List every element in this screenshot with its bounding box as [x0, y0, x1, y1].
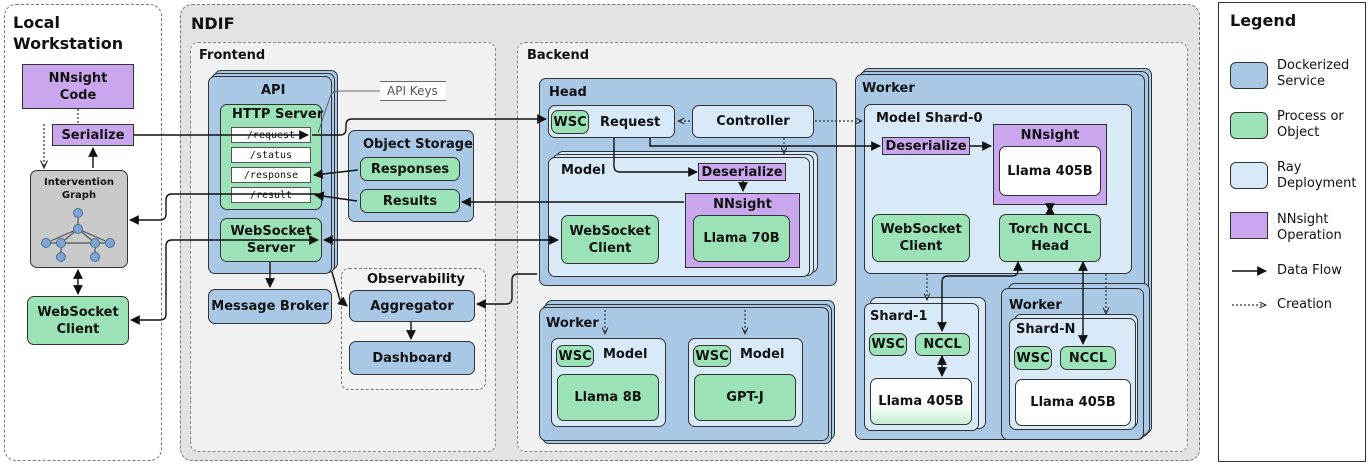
head-title: Head: [549, 85, 587, 100]
legend-title: Legend: [1230, 11, 1297, 30]
shardn-wsc: WSC: [1014, 346, 1052, 370]
backend-title: Backend: [527, 48, 590, 63]
api-title: API: [261, 83, 286, 98]
responses-box: Responses: [360, 157, 460, 181]
observability-title: Observability: [367, 272, 465, 287]
gptj-box: GPT-J: [694, 374, 796, 421]
legend-swatch-ray: [1230, 162, 1268, 189]
ndif-title: NDIF: [191, 14, 235, 33]
legend-swatch-dockerized: [1230, 62, 1268, 89]
head-deserialize: Deserialize: [698, 163, 786, 181]
intervention-graph-label-1: Intervention: [44, 177, 114, 188]
nnsight-code-box: NNsight Code: [22, 64, 134, 109]
local-workstation-title: Local Workstation: [13, 13, 124, 53]
shard1-title: Shard-1: [870, 309, 928, 324]
legend-creation-label: Creation: [1277, 297, 1333, 312]
shard0-deserialize: Deserialize: [882, 137, 970, 155]
dashboard-box: Dashboard: [349, 341, 475, 375]
model-b-wsc: WSC: [693, 345, 731, 367]
head-websocket-client: WebSocket Client: [561, 215, 659, 264]
head-wsc: WSC: [551, 110, 589, 134]
model-a-wsc: WSC: [556, 345, 594, 367]
llama70b-box: Llama 70B: [693, 215, 790, 262]
shard1-nccl: NCCL: [915, 333, 970, 356]
legend-swatch-process: [1230, 112, 1268, 139]
request-label: Request: [600, 115, 661, 130]
shard1-llama405b: Llama 405B: [870, 378, 972, 425]
api-keys-tag: [380, 81, 446, 101]
serialize-box: Serialize: [52, 124, 134, 146]
shard1-wsc: WSC: [869, 333, 907, 356]
llama8b-box: Llama 8B: [557, 374, 659, 421]
head-model-title: Model: [561, 163, 606, 178]
shard0-llama405b: Llama 405B: [999, 146, 1101, 196]
shardn-title: Shard-N: [1016, 322, 1076, 337]
aggregator-box: Aggregator: [349, 290, 475, 322]
http-server-title: HTTP Server: [232, 107, 324, 122]
local-websocket-client: WebSocket Client: [27, 296, 129, 345]
model-a-title: Model: [603, 347, 648, 362]
shard0-websocket-client: WebSocket Client: [872, 214, 970, 262]
legend-data-flow-label: Data Flow: [1277, 263, 1342, 278]
api-keys-label: API Keys: [387, 84, 438, 98]
endpoint-response[interactable]: /response: [231, 167, 311, 183]
endpoint-status[interactable]: /status: [231, 147, 311, 163]
object-storage-title: Object Storage: [363, 137, 473, 152]
intervention-graph-label-2: Graph: [61, 190, 97, 201]
frontend-title: Frontend: [199, 48, 266, 63]
controller-box: Controller: [692, 105, 814, 138]
legend-swatch-nnsight: [1230, 212, 1268, 239]
torch-nccl-head: Torch NCCL Head: [999, 214, 1101, 262]
model-b-title: Model: [740, 347, 785, 362]
endpoint-result[interactable]: /result: [231, 187, 311, 203]
intervention-graph-box: Intervention Graph: [30, 170, 128, 268]
shardn-nccl: NCCL: [1060, 346, 1116, 370]
worker-big-title: Worker: [862, 81, 915, 96]
shard0-title: Model Shard-0: [876, 111, 983, 126]
graph-icon: [41, 208, 115, 262]
shardn-llama405b: Llama 405B: [1015, 379, 1131, 426]
worker-small-title: Worker: [546, 316, 599, 331]
results-box: Results: [360, 189, 460, 213]
